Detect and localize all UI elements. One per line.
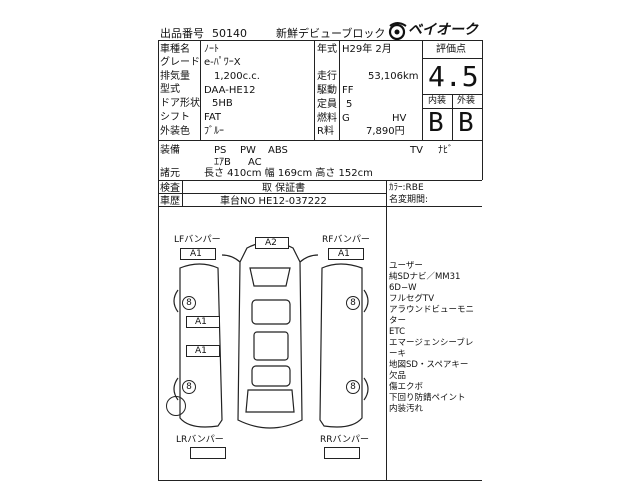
block-title: 新鮮デビューブロック (276, 27, 386, 40)
mileage-label: 走行 (317, 71, 337, 82)
fuel-label: 燃料 (317, 113, 337, 124)
equipment-label: 装備 (160, 145, 180, 156)
grade-label: グレード (160, 57, 200, 68)
year: H29年 2月 (342, 44, 392, 55)
l-door2-mark-box: A1 (186, 345, 220, 357)
l-door1-mark: A1 (195, 317, 207, 327)
interior-label: 内装 (428, 96, 447, 106)
lot-number: 50140 (212, 27, 247, 40)
note-line: 内装汚れ (389, 404, 424, 414)
rf-bumper-label: RFバンパー (322, 235, 370, 245)
capacity: 5 (346, 99, 353, 110)
lf-mark-box: A1 (180, 248, 216, 260)
rf-mark: A1 (338, 249, 350, 259)
rr-bumper-label: RRバンパー (320, 435, 369, 445)
front-mark: A2 (265, 238, 277, 248)
doors: 5HB (212, 98, 233, 109)
mileage: 53,106km (368, 71, 419, 82)
exterior-grade: B (458, 108, 474, 138)
year-label: 年式 (317, 44, 337, 55)
note-line: 下回り防錆ペイント (389, 393, 466, 403)
cert: 取 保証書 (262, 183, 306, 194)
score-label: 評価点 (436, 44, 466, 55)
rf-mark-box: A1 (328, 248, 364, 260)
rr-empty-box (324, 447, 360, 459)
grade: e-ﾊﾟﾜｰX (204, 57, 241, 68)
lr-empty-box (190, 447, 226, 459)
note-line: ETC (389, 327, 405, 337)
note-line: ーキ (389, 349, 407, 359)
lr-bumper-label: LRバンパー (176, 435, 224, 445)
lf-mark: A1 (190, 249, 202, 259)
note-line: 6D−W (389, 283, 417, 293)
note-line: ター (389, 316, 407, 326)
note-line: ユーザー (389, 261, 423, 271)
wheel-lr-mark: 8 (182, 380, 196, 394)
equip-airbag: ｴｱB (214, 157, 231, 168)
shift-label: シフト (160, 112, 190, 123)
note-line: 純SDナビ／MM31 (389, 272, 461, 282)
chassis-number: 車台NO HE12-037222 (220, 196, 327, 207)
equip-navi: ﾅﾋﾞ (438, 145, 453, 156)
exterior-label: 外装 (457, 96, 476, 106)
rate: 7,890円 (366, 126, 405, 137)
note-line: アラウンドビューモニ (389, 305, 475, 315)
l-door1-mark-box: A1 (186, 316, 220, 328)
lf-bumper-label: LFバンパー (174, 235, 221, 245)
front-mark-box: A2 (255, 237, 289, 249)
model: DAA-HE12 (204, 85, 256, 96)
dimensions-label: 諸元 (160, 168, 180, 179)
equip-ps: PS (214, 145, 227, 156)
model-label: 型式 (160, 84, 180, 95)
color: ﾌﾞﾙｰ (204, 126, 224, 137)
car-name: ﾉｰﾄ (204, 44, 219, 55)
brand-name: ベイオーク (408, 22, 478, 38)
name-change: 名変期間: (389, 195, 429, 205)
displacement-label: 排気量 (160, 71, 190, 82)
note-line: 地図SD・スペアキー (389, 360, 469, 370)
capacity-label: 定員 (317, 99, 337, 110)
shift: FAT (204, 112, 222, 123)
doors-label: ドア形状 (160, 98, 200, 109)
note-line: 欠品 (389, 371, 407, 381)
color-code: ｶﾗｰ:RBE (389, 183, 424, 193)
inspection-label: 検査 (160, 183, 180, 194)
rate-label: R料 (317, 126, 334, 137)
equip-pw: PW (240, 145, 256, 156)
note-line: エマージェンシーブレ (389, 338, 474, 348)
color-label: 外装色 (160, 126, 190, 137)
equip-abs: ABS (268, 145, 288, 156)
car-name-label: 車種名 (160, 44, 190, 55)
spare-wheel-circle (166, 396, 186, 416)
drive-label: 駆動 (317, 85, 337, 96)
drive: FF (342, 85, 354, 96)
note-line: フルセグTV (389, 294, 435, 304)
lot-label: 出品番号 (160, 27, 204, 40)
brand-logo: ベイオーク (386, 20, 478, 42)
brand-swirl-icon (388, 22, 407, 41)
note-line: 傷エクボ (389, 382, 424, 392)
fuel-type: HV (392, 113, 407, 124)
fuel: G (342, 113, 350, 124)
equip-tv: TV (410, 145, 423, 156)
wheel-lf-mark: 8 (182, 296, 196, 310)
history-label: 車歴 (160, 196, 180, 207)
equip-ac: AC (248, 157, 262, 168)
interior-grade: B (428, 108, 444, 138)
score-value: 4.5 (428, 60, 479, 93)
wheel-rf-mark: 8 (346, 296, 360, 310)
wheel-rr-mark: 8 (346, 380, 360, 394)
displacement: 1,200c.c. (214, 71, 260, 82)
l-door2-mark: A1 (195, 346, 207, 356)
dimensions: 長さ 410cm 幅 169cm 高さ 152cm (204, 168, 373, 179)
